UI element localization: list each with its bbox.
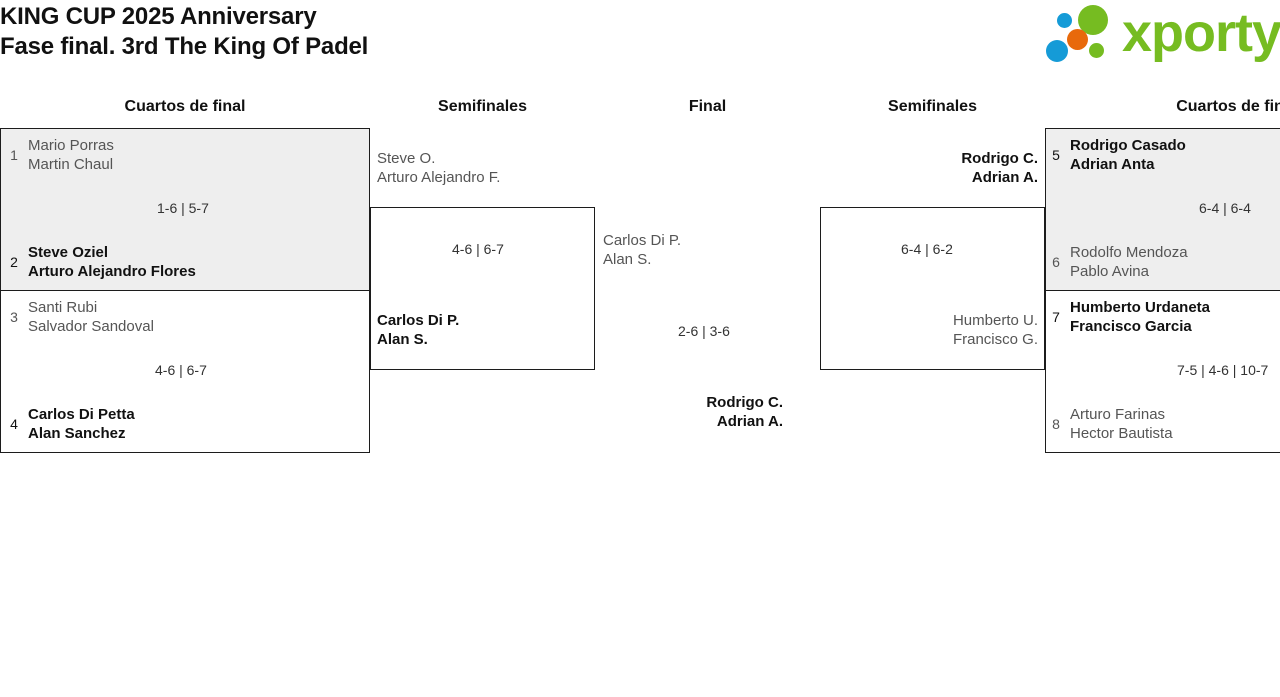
player-name-2: Adrian Anta [1070, 156, 1155, 173]
column-header-final: Final [688, 98, 727, 115]
logo-dots-icon [1046, 4, 1124, 62]
player-name-2: Alan S. [377, 331, 428, 348]
match-box-qf-left-1[interactable] [0, 128, 370, 291]
seed-number: 7 [1052, 308, 1060, 325]
team-sf-right-bottom[interactable]: Humberto U. Francisco G. [953, 311, 1038, 349]
team-sf-right-top[interactable]: Rodrigo C. Adrian A. [961, 149, 1038, 187]
column-header-quarterfinals-left: Cuartos de final [124, 98, 246, 115]
match-box-qf-left-2[interactable] [0, 290, 370, 453]
team-names: Steve O. Arturo Alejandro F. [377, 149, 500, 187]
player-name-2: Adrian A. [971, 169, 1038, 186]
player-name-2: Martin Chaul [28, 156, 114, 173]
player-name-1: Humberto U. [952, 312, 1038, 329]
column-header-quarterfinals-right: Cuartos de fin [1176, 98, 1280, 115]
column-header-semifinals-left: Semifinales [438, 98, 527, 115]
team-qf-left-1-top[interactable]: 1 Mario Porras Martin Chaul [9, 136, 114, 174]
player-name-2: Salvador Sandoval [28, 318, 154, 335]
xporty-logo[interactable]: xporty [1046, 2, 1280, 64]
match-score-qf-left-1: 1-6 | 5-7 [157, 200, 209, 216]
player-name-2: Arturo Alejandro Flores [28, 263, 196, 280]
logo-dot-orange [1067, 29, 1088, 50]
team-names: Arturo Farinas Hector Bautista [1070, 405, 1173, 443]
match-box-qf-right-1[interactable] [1045, 128, 1280, 291]
team-final-right[interactable]: Rodrigo C. Adrian A. [706, 393, 783, 431]
player-name-1: Carlos Di Petta [28, 406, 135, 423]
player-name-1: Carlos Di P. [603, 232, 682, 249]
player-name-1: Arturo Farinas [1070, 406, 1166, 423]
player-name-1: Steve O. [377, 150, 436, 167]
seed-number: 8 [1052, 415, 1060, 432]
player-name-1: Rodrigo C. [961, 150, 1038, 167]
team-names: Humberto Urdaneta Francisco Garcia [1070, 298, 1210, 336]
team-names: Rodrigo C. Adrian A. [706, 393, 783, 431]
seed-number: 6 [1052, 253, 1060, 270]
column-header-semifinals-right: Semifinales [888, 98, 977, 115]
match-box-sf-right[interactable] [820, 207, 1045, 370]
match-score-final: 2-6 | 3-6 [678, 323, 730, 339]
player-name-1: Rodolfo Mendoza [1070, 244, 1188, 261]
match-score-qf-right-2: 7-5 | 4-6 | 10-7 [1177, 362, 1269, 378]
team-names: Carlos Di P. Alan S. [603, 231, 681, 269]
team-names: Santi Rubi Salvador Sandoval [28, 298, 154, 336]
seed-number: 5 [1052, 146, 1060, 163]
team-names: Mario Porras Martin Chaul [28, 136, 114, 174]
match-score-qf-right-1: 6-4 | 6-4 [1199, 200, 1251, 216]
logo-dot-blue-large [1046, 40, 1068, 62]
player-name-2: Adrian A. [716, 413, 783, 430]
seed-number: 2 [10, 253, 18, 270]
seed-number: 4 [10, 415, 18, 432]
team-names: Carlos Di P. Alan S. [377, 311, 459, 349]
team-qf-left-2-top[interactable]: 3 Santi Rubi Salvador Sandoval [9, 298, 154, 336]
player-name-2: Arturo Alejandro F. [377, 169, 501, 186]
logo-wordmark: xporty [1122, 3, 1280, 63]
title-line-2: Fase final. 3rd The King Of Padel [0, 33, 369, 60]
player-name-2: Francisco G. [952, 331, 1038, 348]
player-name-2: Francisco Garcia [1070, 318, 1192, 335]
team-qf-left-2-bottom[interactable]: 4 Carlos Di Petta Alan Sanchez [9, 405, 135, 443]
player-name-1: Steve Oziel [28, 244, 109, 261]
player-name-1: Rodrigo Casado [1070, 137, 1186, 154]
player-name-1: Rodrigo C. [706, 394, 783, 411]
team-qf-right-2-bottom[interactable]: 8 Arturo Farinas Hector Bautista [1051, 405, 1173, 443]
player-name-1: Humberto Urdaneta [1070, 299, 1211, 316]
player-name-2: Alan S. [603, 251, 652, 268]
team-qf-left-1-bottom[interactable]: 2 Steve Oziel Arturo Alejandro Flores [9, 243, 196, 281]
player-name-1: Carlos Di P. [377, 312, 460, 329]
team-sf-left-top[interactable]: Steve O. Arturo Alejandro F. [377, 149, 500, 187]
player-name-1: Santi Rubi [28, 299, 98, 316]
seed-number: 3 [10, 308, 18, 325]
team-qf-right-1-top[interactable]: 5 Rodrigo Casado Adrian Anta [1051, 136, 1186, 174]
team-qf-right-1-bottom[interactable]: 6 Rodolfo Mendoza Pablo Avina [1051, 243, 1188, 281]
match-score-sf-left: 4-6 | 6-7 [452, 241, 504, 257]
team-names: Rodolfo Mendoza Pablo Avina [1070, 243, 1188, 281]
team-names: Humberto U. Francisco G. [953, 311, 1038, 349]
player-name-1: Mario Porras [28, 137, 114, 154]
logo-dot-green-small [1089, 43, 1104, 58]
match-box-sf-left[interactable] [370, 207, 595, 370]
player-name-2: Alan Sanchez [28, 425, 126, 442]
team-names: Rodrigo Casado Adrian Anta [1070, 136, 1186, 174]
player-name-2: Pablo Avina [1070, 263, 1149, 280]
page-title: KING CUP 2025 Anniversary Fase final. 3r… [0, 2, 368, 62]
page-header: KING CUP 2025 Anniversary Fase final. 3r… [0, 0, 1280, 88]
team-names: Carlos Di Petta Alan Sanchez [28, 405, 135, 443]
team-final-left[interactable]: Carlos Di P. Alan S. [603, 231, 681, 269]
match-score-sf-right: 6-4 | 6-2 [901, 241, 953, 257]
player-name-2: Hector Bautista [1070, 425, 1173, 442]
team-sf-left-bottom[interactable]: Carlos Di P. Alan S. [377, 311, 459, 349]
match-score-qf-left-2: 4-6 | 6-7 [155, 362, 207, 378]
title-line-1: KING CUP 2025 Anniversary [0, 3, 317, 30]
team-qf-right-2-top[interactable]: 7 Humberto Urdaneta Francisco Garcia [1051, 298, 1210, 336]
seed-number: 1 [10, 146, 18, 163]
team-names: Rodrigo C. Adrian A. [961, 149, 1038, 187]
match-box-qf-right-2[interactable] [1045, 290, 1280, 453]
logo-dot-blue-small [1057, 13, 1072, 28]
team-names: Steve Oziel Arturo Alejandro Flores [28, 243, 196, 281]
